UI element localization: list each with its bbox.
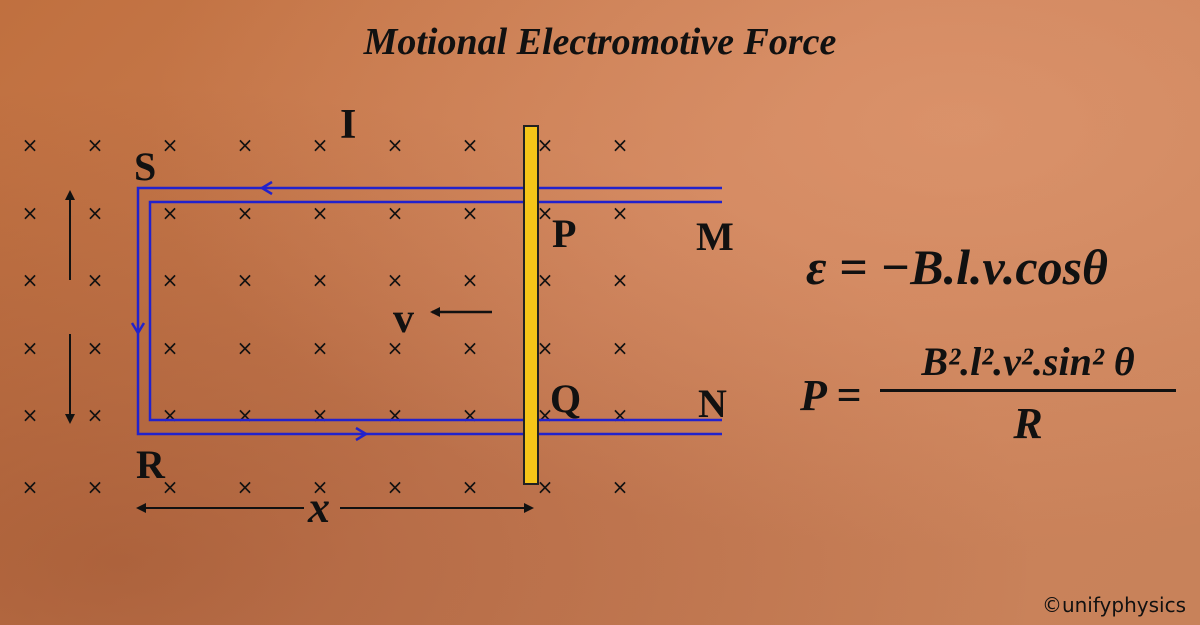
power-equation-fraction: B².l².v².sin² θ R (880, 338, 1176, 449)
field-cross: × (237, 268, 254, 292)
field-cross: × (312, 475, 329, 499)
field-cross: × (312, 201, 329, 225)
label-Q: Q (550, 376, 581, 421)
field-cross: × (162, 475, 179, 499)
field-cross: × (537, 201, 554, 225)
label-P: P (552, 211, 576, 256)
field-cross: × (462, 475, 479, 499)
field-cross: × (22, 403, 39, 427)
current-arrow-left (130, 322, 146, 336)
field-cross: × (87, 201, 104, 225)
field-cross: × (312, 268, 329, 292)
field-cross: × (87, 475, 104, 499)
field-cross: × (162, 268, 179, 292)
field-cross: × (387, 475, 404, 499)
field-cross: × (612, 475, 629, 499)
field-cross: × (387, 268, 404, 292)
field-cross: × (612, 201, 629, 225)
field-cross: × (162, 336, 179, 360)
field-cross: × (387, 403, 404, 427)
inner-rail (148, 200, 722, 422)
label-v: v (393, 296, 414, 342)
field-cross: × (387, 201, 404, 225)
field-cross: × (612, 336, 629, 360)
field-cross: × (312, 403, 329, 427)
field-cross: × (312, 133, 329, 157)
field-cross: × (462, 268, 479, 292)
field-cross: × (237, 403, 254, 427)
field-cross: × (22, 133, 39, 157)
field-cross: × (462, 133, 479, 157)
field-cross: × (87, 268, 104, 292)
current-arrow-bottom (355, 426, 369, 442)
field-cross: × (612, 268, 629, 292)
field-cross: × (162, 133, 179, 157)
field-cross: × (537, 133, 554, 157)
field-cross: × (612, 403, 629, 427)
label-R: R (136, 442, 166, 487)
diagram-title: Motional Electromotive Force (363, 21, 837, 63)
label-M: M (696, 214, 734, 259)
power-equation-lhs: P = (800, 371, 862, 420)
field-cross: × (22, 475, 39, 499)
field-cross: × (462, 201, 479, 225)
label-I: I (340, 102, 356, 148)
field-cross: × (22, 201, 39, 225)
field-cross: × (87, 133, 104, 157)
field-cross: × (237, 336, 254, 360)
sliding-rod (523, 125, 539, 485)
outer-rail (136, 186, 722, 436)
fraction-bar (880, 389, 1176, 392)
field-cross: × (162, 403, 179, 427)
power-denominator: R (1013, 399, 1043, 448)
label-x: x (307, 483, 330, 532)
current-arrow-top (259, 180, 273, 196)
field-cross: × (237, 475, 254, 499)
field-cross: × (612, 133, 629, 157)
field-cross: × (237, 133, 254, 157)
conducting-rails (130, 180, 722, 442)
field-cross: × (537, 336, 554, 360)
label-N: N (698, 381, 727, 426)
label-S: S (134, 144, 156, 189)
field-cross: × (537, 475, 554, 499)
field-cross: × (87, 336, 104, 360)
field-cross: × (387, 336, 404, 360)
field-cross: × (462, 403, 479, 427)
field-cross: × (237, 201, 254, 225)
field-cross: × (162, 201, 179, 225)
field-cross: × (537, 268, 554, 292)
field-cross: × (22, 336, 39, 360)
field-cross: × (387, 133, 404, 157)
field-cross: × (22, 268, 39, 292)
field-cross: × (462, 336, 479, 360)
emf-equation: ε = −B.l.v.cosθ (806, 239, 1108, 295)
field-cross: × (87, 403, 104, 427)
power-numerator: B².l².v².sin² θ (921, 339, 1135, 384)
field-cross: × (312, 336, 329, 360)
copyright-credit: ©unifyphysics (1041, 593, 1186, 617)
